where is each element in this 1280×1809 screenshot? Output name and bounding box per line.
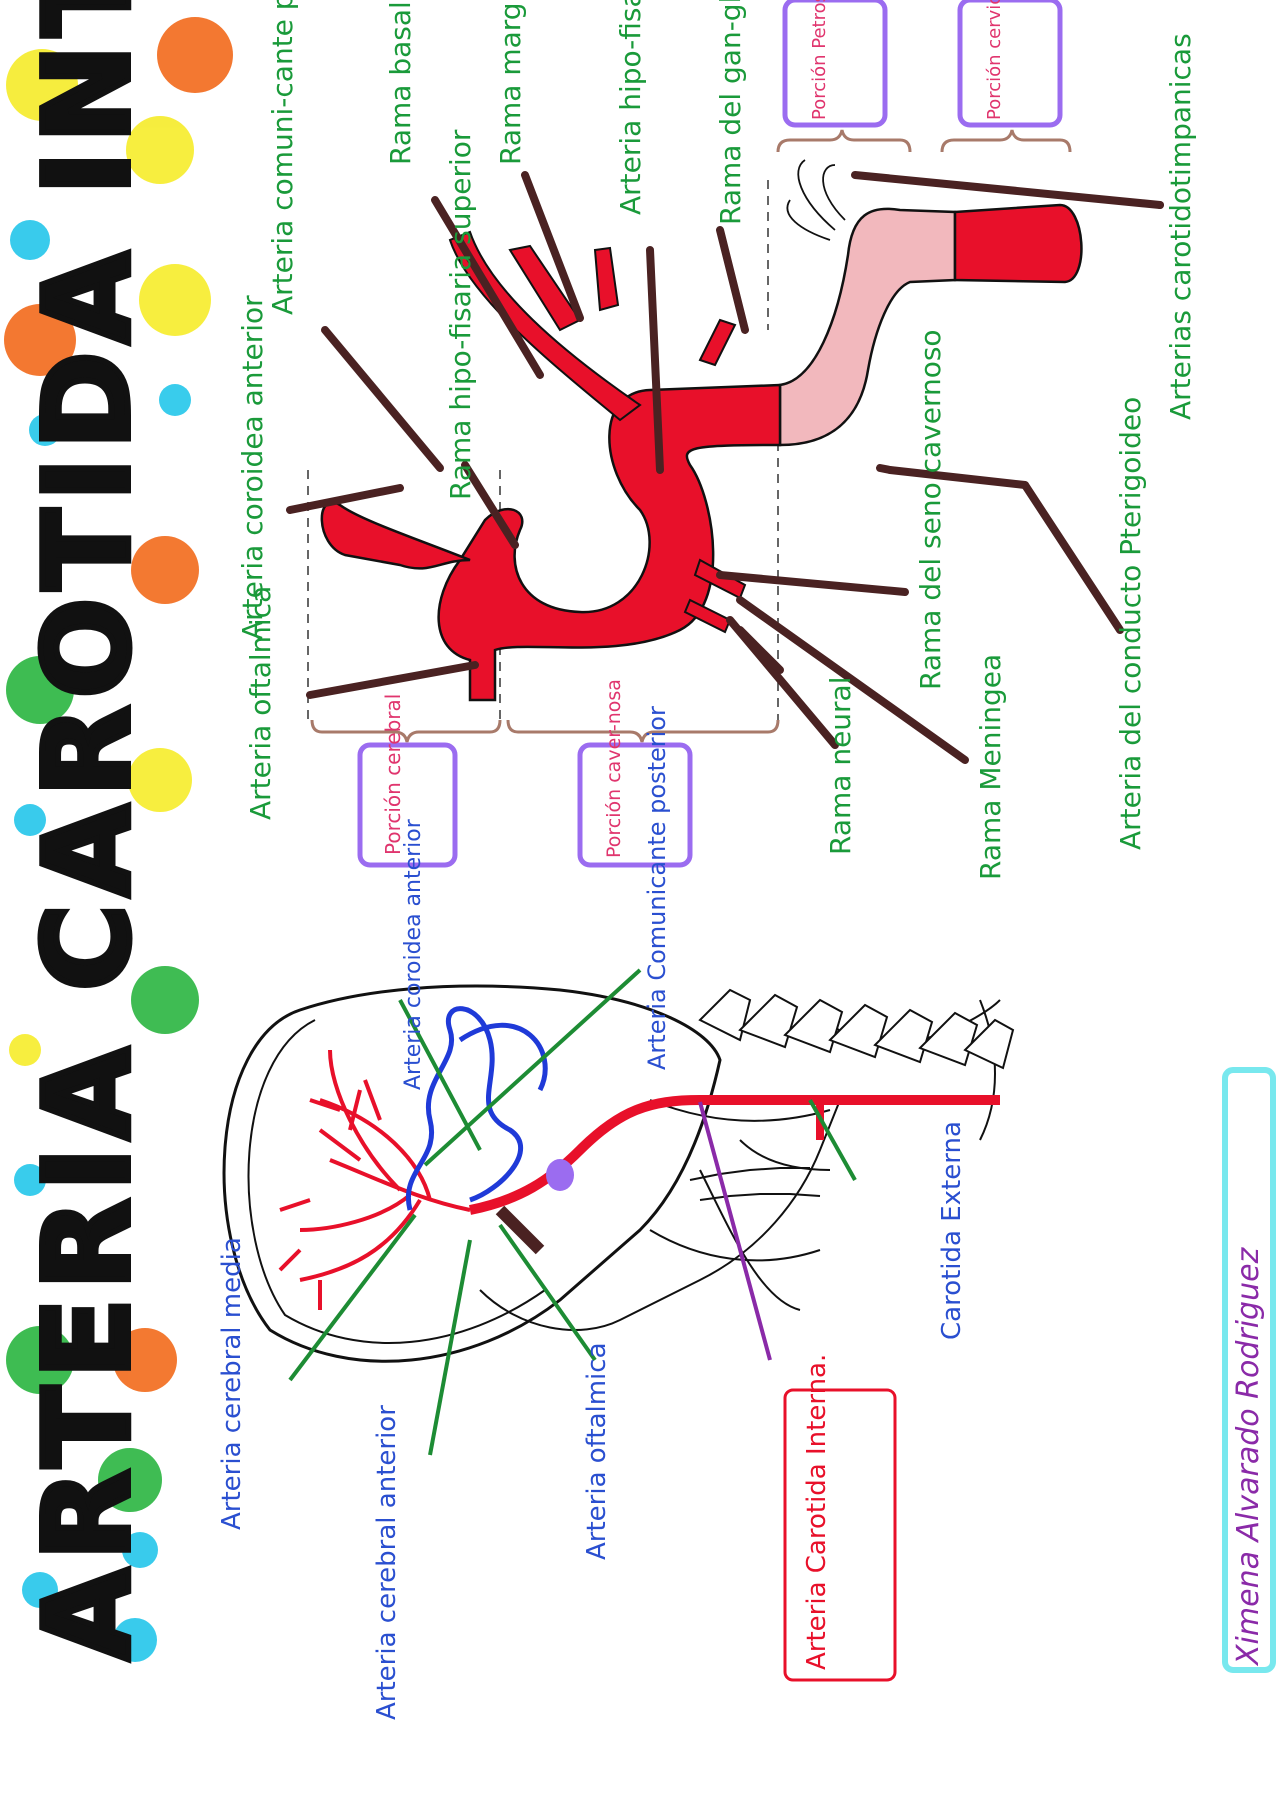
leader-lines (286, 171, 1164, 764)
page-title: ARTERIA CAROTIDA INTERNA (18, 0, 156, 1660)
label-superior-hypophyseal: Rama hipo-fisaria superior (444, 129, 477, 500)
title-group: ARTERIA CAROTIDA INTERNA (15, 0, 159, 1663)
label-cavernous-sinus: Rama del seno cavernoso (914, 329, 947, 690)
label-posterior-communicating: Arteria comuni-cante posterior (266, 0, 299, 315)
decorative-dots (4, 17, 233, 1662)
segment-boxes: Porción cerebral Porción caver-nosa Porc… (357, 0, 1063, 868)
signature: Ximena Alvarado Rodriguez (1222, 1067, 1276, 1673)
label-ica-box: Arteria Carotida Interna. (802, 1354, 832, 1670)
skull-illustration (222, 968, 1015, 1456)
cerebral-terminal (320, 501, 471, 570)
label-meningeal: Rama Meningea (974, 654, 1007, 880)
label-eca: Carotida Externa (937, 1121, 967, 1340)
label-marginal-tentorium: Rama marginal del tentorio (494, 0, 527, 165)
label-anterior-choroidal: Arteria coroidea anterior (236, 295, 269, 640)
branch-labels: Arteria oftalmica Arteria coroidea anter… (236, 0, 1197, 880)
label-skull-ant-choroidal: Arteria coroidea anterior (401, 818, 426, 1090)
label-trigeminal: Rama del gan-glio del trigemino (714, 0, 747, 225)
label-inferior-hypophyseal: Arteria hipo-fisaria inferior (614, 0, 647, 215)
segment-brackets (310, 129, 1072, 743)
label-neural: Rama neural (824, 677, 857, 856)
skull-labels: Arteria cerebral media Arteria cerebral … (217, 706, 967, 1720)
label-skull-post-comm: Arteria Comunicante posterior (643, 706, 671, 1070)
label-mca: Arteria cerebral media (217, 1237, 247, 1530)
label-caroticotympanic: Arterias carotidotimpanicas (1164, 33, 1197, 420)
ica-main-vessel (437, 383, 782, 702)
artery-diagram (286, 129, 1164, 764)
label-pterygoid-canal: Arteria del conducto Pterigoideo (1114, 397, 1147, 850)
cervical-segment (953, 203, 1083, 284)
author-name: Ximena Alvarado Rodriguez (1231, 1246, 1266, 1667)
segment-cervical-label: Porción cervical (984, 0, 1005, 120)
label-ophthalmic: Arteria oftalmica (244, 586, 277, 820)
label-aca: Arteria cerebral anterior (372, 1405, 402, 1720)
label-basal-tentorium: Rama basal del tentorio (384, 0, 417, 165)
label-skull-ophthalmic: Arteria oftalmica (582, 1342, 612, 1560)
segment-cavernous-label: Porción caver-nosa (603, 679, 625, 858)
segment-petrous-label: Porción Petrosa (809, 0, 830, 120)
segment-cerebral-label: Porción cerebral (381, 694, 405, 855)
